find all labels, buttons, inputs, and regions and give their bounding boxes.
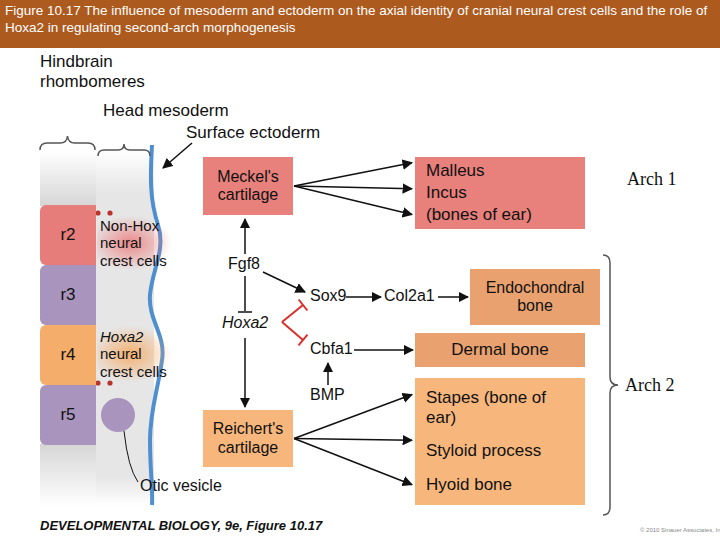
text-label: Col2a1 bbox=[384, 287, 435, 305]
rhombomere: r3 bbox=[40, 265, 96, 325]
text-label: Fgf8 bbox=[228, 255, 260, 273]
node-text: Incus bbox=[426, 183, 579, 203]
text-label: Hoxa2 bbox=[222, 314, 268, 332]
text-label: Cbfa1 bbox=[310, 340, 353, 358]
text-label: Sox9 bbox=[310, 287, 346, 305]
node-text: Reichert's cartilage bbox=[207, 420, 289, 457]
node-text: r2 bbox=[60, 225, 75, 245]
rhombomere: r2 bbox=[40, 205, 96, 265]
cartilage-box: Reichert's cartilage bbox=[203, 410, 293, 467]
node-text: r4 bbox=[60, 345, 75, 365]
bracket bbox=[98, 144, 150, 156]
node-text: Styloid process bbox=[426, 441, 579, 461]
text-label: Arch 1 bbox=[627, 169, 676, 190]
node-text: Meckel's cartilage bbox=[207, 168, 289, 205]
node-text: Endochondral bone bbox=[474, 279, 596, 316]
connector-arrow bbox=[294, 439, 412, 441]
node-text: neural crest cells bbox=[100, 345, 169, 380]
cartilage-box: Meckel's cartilage bbox=[203, 157, 293, 215]
leader-line bbox=[124, 431, 138, 482]
bone-box: Stapes (bone of ear) Styloid processHyoid… bbox=[415, 378, 585, 505]
connector-arrow bbox=[294, 163, 412, 186]
bone-box: MalleusIncus(bones of ear) bbox=[415, 157, 585, 229]
node-text: Stapes (bone of ear) bbox=[426, 388, 579, 427]
connector-arrow bbox=[294, 186, 412, 189]
inhibition-lines bbox=[282, 300, 308, 346]
rhombomere: r4 bbox=[40, 325, 96, 385]
node-text: Dermal bone bbox=[451, 340, 548, 360]
text-label: Hindbrain rhombomeres bbox=[40, 52, 155, 91]
connector-arrow bbox=[294, 186, 412, 215]
otic-vesicle bbox=[101, 398, 135, 432]
text-label: BMP bbox=[310, 386, 345, 404]
text-label: Otic vesicle bbox=[140, 477, 222, 495]
title-bar: Figure 10.17 The influence of mesoderm a… bbox=[0, 0, 720, 48]
node-text: Malleus bbox=[426, 161, 579, 181]
text-label: Arch 2 bbox=[625, 375, 674, 396]
neural-crest-region: Non-Hox neural crest cells bbox=[97, 216, 171, 270]
node-text: r3 bbox=[60, 285, 75, 305]
node-text: Non-Hox neural crest cells bbox=[100, 217, 169, 269]
node-text: r5 bbox=[60, 405, 75, 425]
bone-box: Dermal bone bbox=[415, 333, 585, 367]
bracket bbox=[40, 136, 95, 150]
node-text: (bones of ear) bbox=[426, 205, 579, 225]
surface-ectoderm bbox=[150, 145, 163, 505]
bone-box: Endochondral bone bbox=[470, 269, 600, 325]
figure-title: Figure 10.17 The influence of mesoderm a… bbox=[5, 3, 710, 37]
neural-crest-region: Hoxa2neural crest cells bbox=[97, 326, 171, 382]
hindbrain-column bbox=[40, 444, 96, 506]
connector-arrow bbox=[294, 439, 412, 485]
bracket bbox=[603, 255, 618, 515]
hindbrain-column bbox=[40, 150, 96, 206]
node-text: Hyoid bone bbox=[426, 475, 579, 495]
node-text: Hoxa2 bbox=[100, 328, 169, 345]
text-label: © 2010 Sinauer Associates, Inc. bbox=[640, 527, 720, 534]
rhombomere: r5 bbox=[40, 385, 96, 445]
text-label: Surface ectoderm bbox=[186, 123, 320, 143]
text-label: Head mesoderm bbox=[103, 101, 229, 121]
text-label: DEVELOPMENTAL BIOLOGY, 9e, Figure 10.17 bbox=[40, 519, 322, 534]
